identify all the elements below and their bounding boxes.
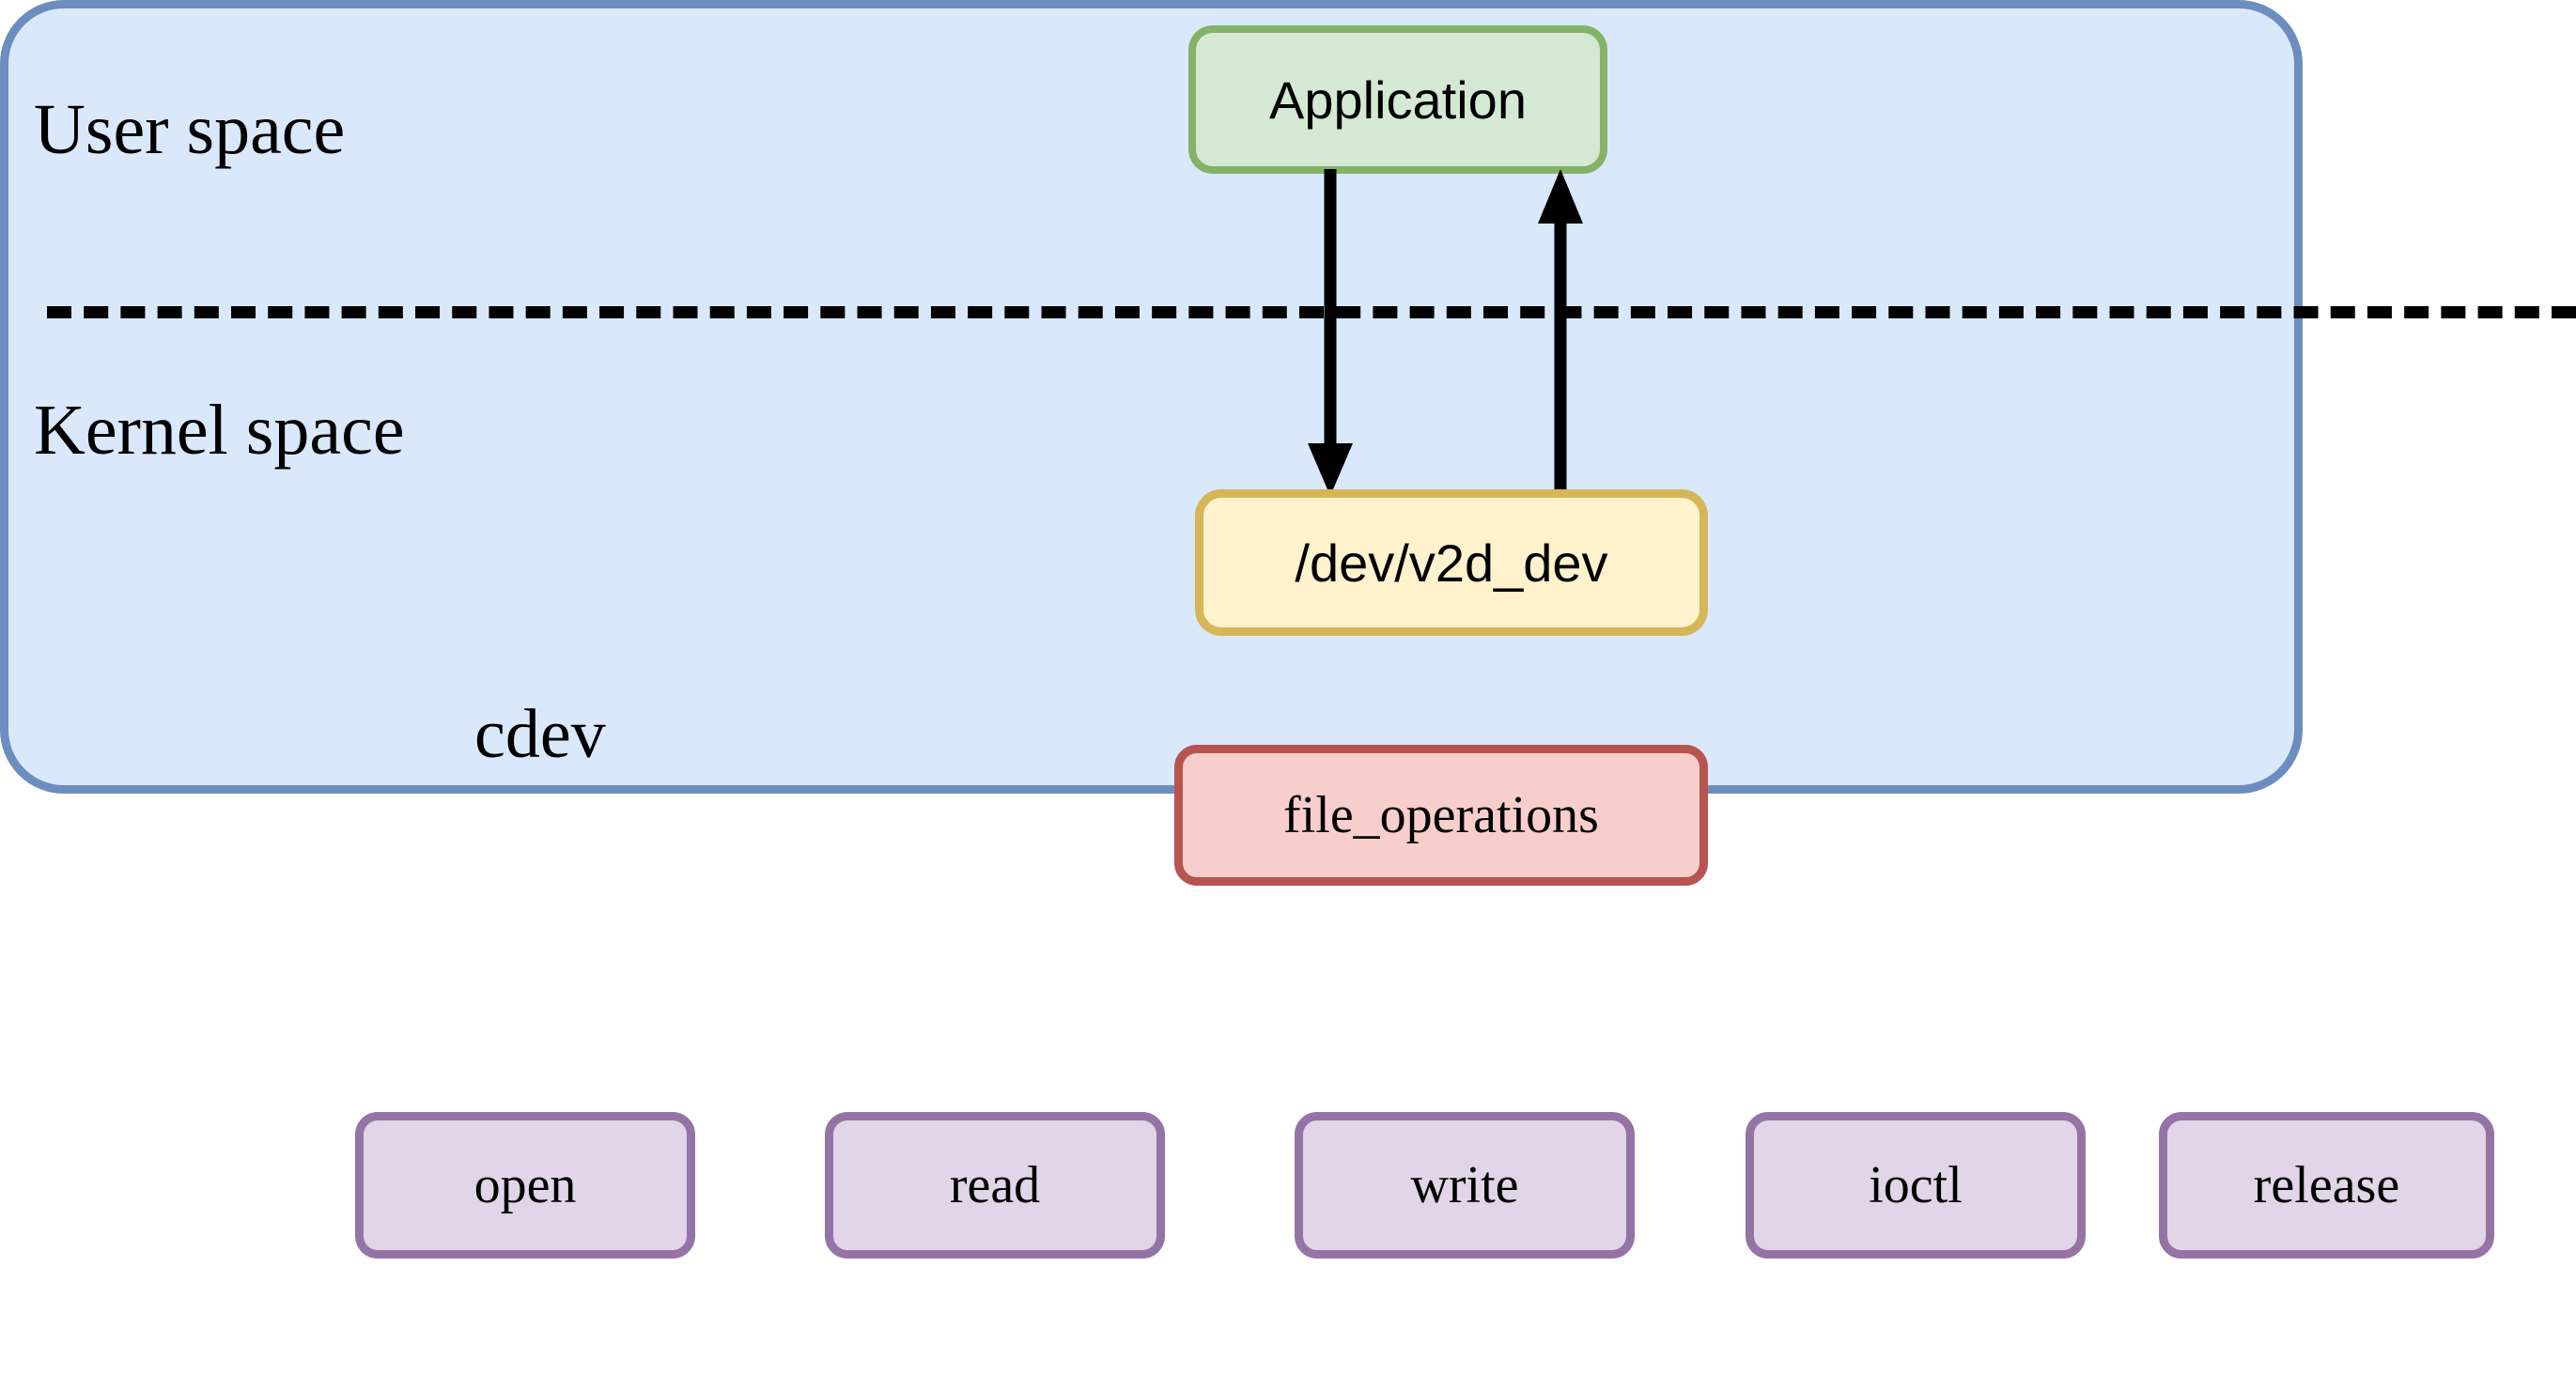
operation-box-read[interactable]: read — [825, 1112, 1165, 1259]
cdev-container — [0, 0, 2303, 794]
user-kernel-boundary-divider — [47, 306, 2576, 318]
file-operations-box[interactable]: file_operations — [1174, 745, 1708, 886]
cdev-label: cdev — [474, 696, 606, 773]
user-space-label: User space — [34, 90, 346, 169]
operation-box-write[interactable]: write — [1295, 1112, 1635, 1259]
operation-box-ioctl[interactable]: ioctl — [1746, 1112, 2086, 1259]
application-box[interactable]: Application — [1188, 25, 1607, 174]
kernel-space-label: Kernel space — [34, 391, 405, 470]
operation-box-release[interactable]: release — [2159, 1112, 2494, 1259]
operation-box-open[interactable]: open — [355, 1112, 695, 1259]
device-node-box[interactable]: /dev/v2d_dev — [1195, 489, 1708, 636]
